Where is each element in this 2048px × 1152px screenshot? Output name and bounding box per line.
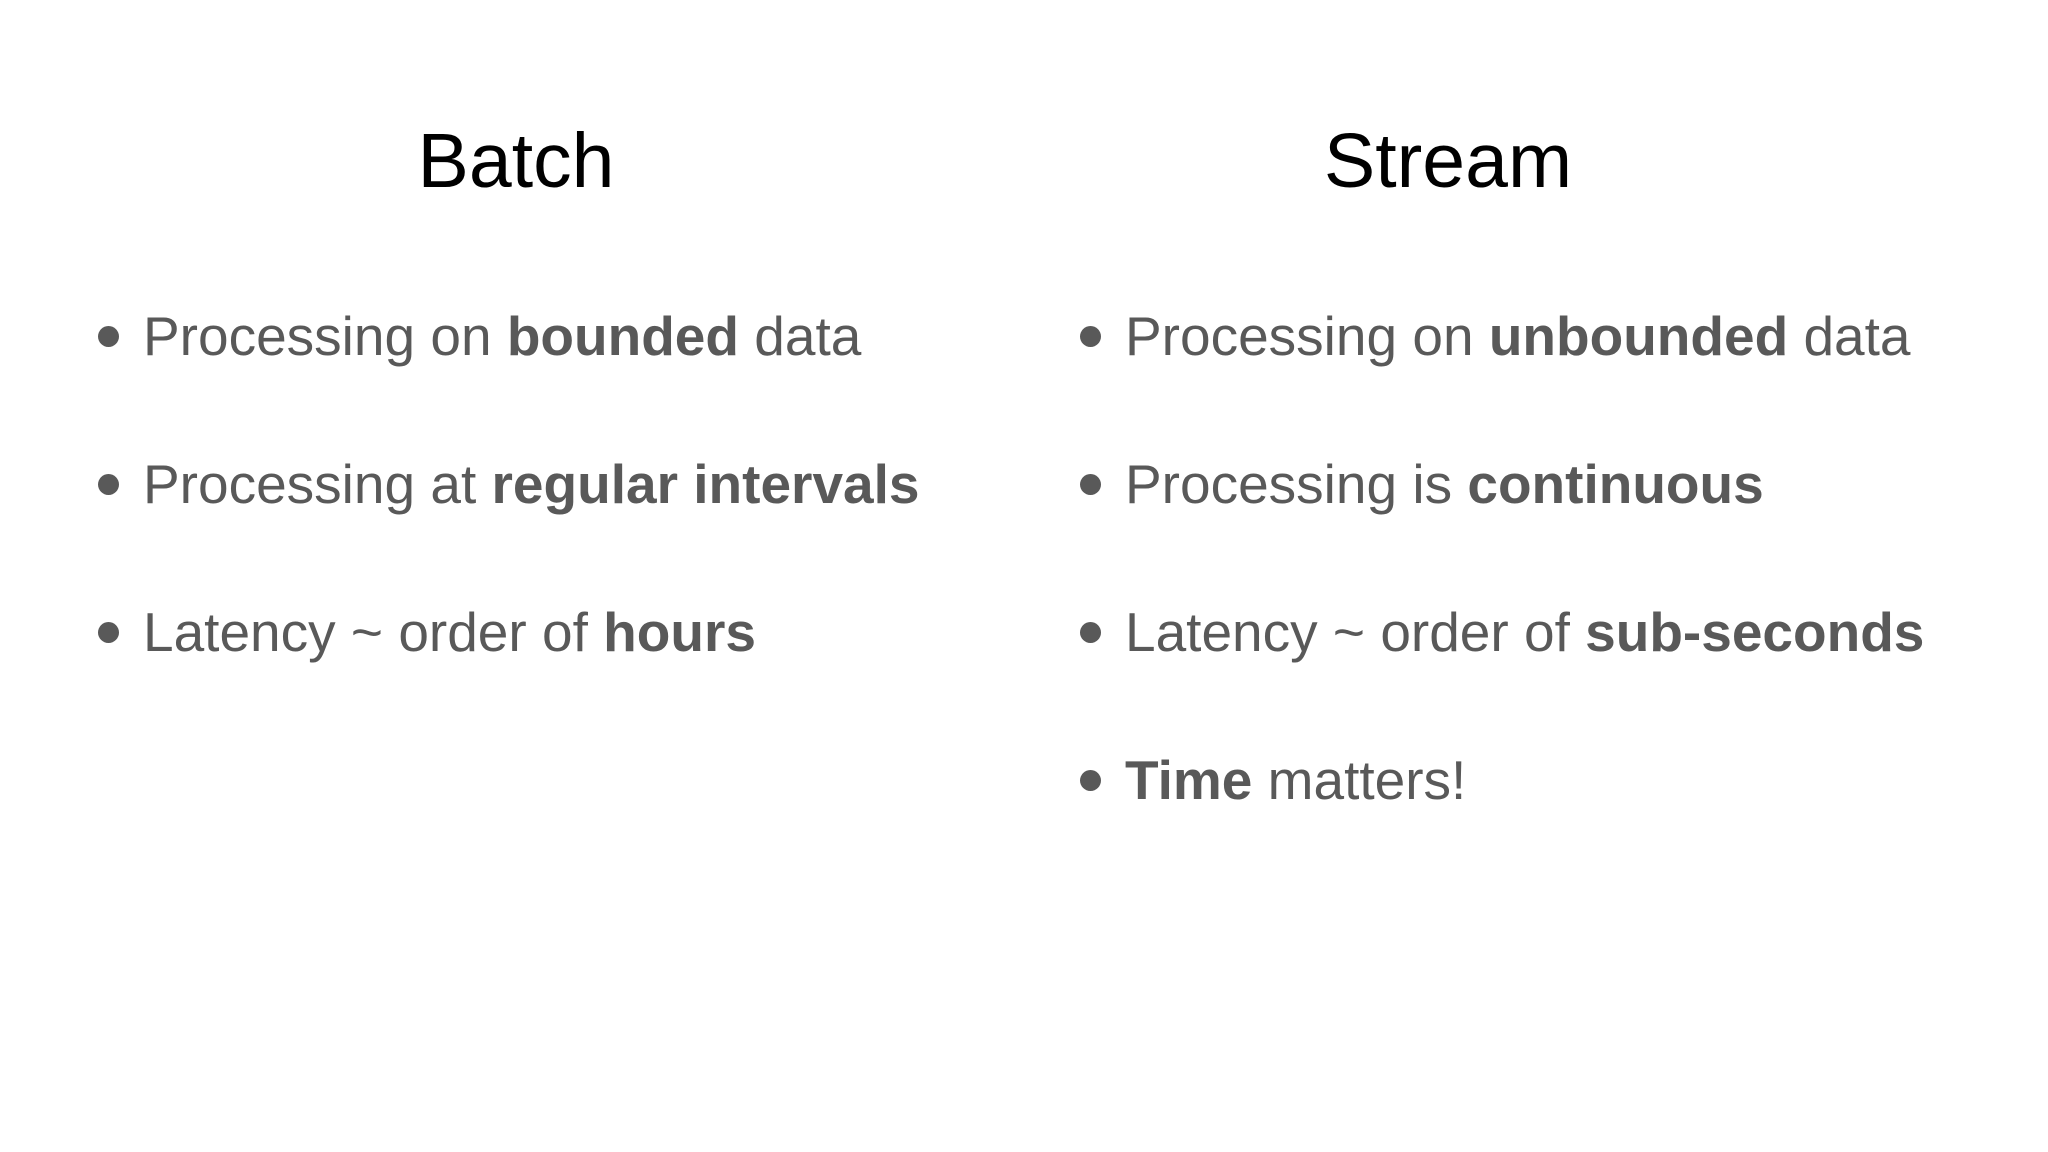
- bullet-item: Processing is continuous: [1080, 410, 1924, 558]
- bullet-item: Latency ~ order of sub-seconds: [1080, 558, 1924, 706]
- bullet-dot-icon: [98, 473, 119, 495]
- bullet-text: Processing at regular intervals: [143, 452, 920, 515]
- bullet-dot-icon: [1080, 325, 1101, 347]
- bullet-dot-icon: [98, 325, 119, 347]
- batch-column-title: Batch: [417, 118, 615, 204]
- stream-column-title: Stream: [1323, 118, 1573, 204]
- bullet-dot-icon: [1080, 473, 1101, 495]
- bullet-text: Latency ~ order of sub-seconds: [1125, 600, 1925, 663]
- bullet-item: Processing on bounded data: [98, 262, 919, 410]
- bullet-item: Processing on unbounded data: [1080, 262, 1924, 410]
- bullet-item: Time matters!: [1080, 706, 1924, 854]
- bullet-text: Processing is continuous: [1125, 452, 1764, 515]
- bullet-text: Processing on unbounded data: [1125, 304, 1911, 367]
- bullet-item: Latency ~ order of hours: [98, 558, 919, 706]
- bullet-dot-icon: [1080, 621, 1101, 643]
- bullet-dot-icon: [1080, 769, 1101, 791]
- bullet-text: Processing on bounded data: [143, 304, 862, 367]
- bullet-dot-icon: [98, 621, 119, 643]
- bullet-text: Latency ~ order of hours: [143, 600, 756, 663]
- bullet-text: Time matters!: [1125, 748, 1467, 811]
- bullet-item: Processing at regular intervals: [98, 410, 919, 558]
